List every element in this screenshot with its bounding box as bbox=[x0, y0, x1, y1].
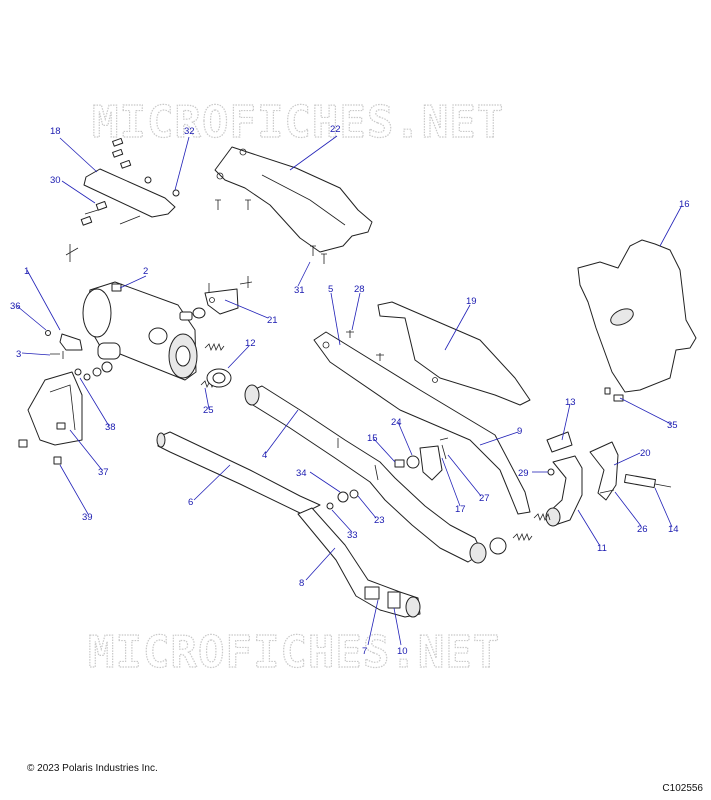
callout-21: 21 bbox=[267, 315, 278, 326]
callout-14: 14 bbox=[668, 524, 679, 535]
figure-code: C102556 bbox=[662, 783, 703, 794]
callout-8: 8 bbox=[299, 578, 304, 589]
callout-36: 36 bbox=[10, 301, 21, 312]
callout-27: 27 bbox=[479, 493, 490, 504]
callout-29: 29 bbox=[518, 468, 529, 479]
callout-30: 30 bbox=[50, 175, 61, 186]
callout-12: 12 bbox=[245, 338, 256, 349]
muffler-bracket bbox=[18, 361, 113, 465]
callout-7: 7 bbox=[362, 646, 367, 657]
callout-26: 26 bbox=[637, 524, 648, 535]
callout-10: 10 bbox=[397, 646, 408, 657]
muffler bbox=[82, 281, 198, 381]
callout-38: 38 bbox=[105, 422, 116, 433]
mid-heat-shield bbox=[377, 301, 531, 406]
callout-25: 25 bbox=[203, 405, 214, 416]
callout-37: 37 bbox=[98, 467, 109, 478]
pipe-heat-shield bbox=[313, 330, 531, 515]
watermark-top: MICROFICHES.NET bbox=[92, 97, 504, 148]
callout-16: 16 bbox=[679, 199, 690, 210]
small-heat-shield bbox=[65, 137, 180, 262]
callout-3: 3 bbox=[16, 349, 21, 360]
mid-pipe bbox=[244, 384, 533, 564]
callout-17: 17 bbox=[455, 504, 466, 515]
callout-18: 18 bbox=[50, 126, 61, 137]
callout-28: 28 bbox=[354, 284, 365, 295]
callout-6: 6 bbox=[188, 497, 193, 508]
callout-39: 39 bbox=[82, 512, 93, 523]
callout-9: 9 bbox=[517, 426, 522, 437]
callout-23: 23 bbox=[374, 515, 385, 526]
exhaust-manifold-section bbox=[533, 431, 672, 527]
callout-33: 33 bbox=[347, 530, 358, 541]
callout-13: 13 bbox=[565, 397, 576, 408]
muffler-mount-bracket bbox=[179, 276, 253, 321]
header-pipe bbox=[297, 507, 421, 618]
callout-24: 24 bbox=[391, 417, 402, 428]
callout-22: 22 bbox=[330, 124, 341, 135]
watermark-bottom: MICROFICHES.NET bbox=[88, 627, 500, 678]
callout-4: 4 bbox=[262, 450, 267, 461]
callout-11: 11 bbox=[597, 543, 607, 554]
muffler-tip bbox=[45, 330, 83, 359]
callout-15: 15 bbox=[367, 433, 378, 444]
callout-1: 1 bbox=[24, 266, 29, 277]
copyright-notice: © 2023 Polaris Industries Inc. bbox=[27, 763, 158, 774]
hardware-center bbox=[326, 437, 449, 510]
leader-lines bbox=[16, 135, 682, 646]
callout-35: 35 bbox=[667, 420, 678, 431]
callout-34: 34 bbox=[296, 468, 307, 479]
callout-32: 32 bbox=[184, 126, 195, 137]
callout-19: 19 bbox=[466, 296, 477, 307]
callout-31: 31 bbox=[294, 285, 305, 296]
callout-5: 5 bbox=[328, 284, 333, 295]
callout-2: 2 bbox=[143, 266, 148, 277]
rear-heat-shield bbox=[577, 239, 697, 402]
heat-shield-upper bbox=[214, 146, 373, 264]
callout-20: 20 bbox=[640, 448, 651, 459]
callout-labels: 18 32 22 30 1 2 36 3 21 12 25 38 37 39 3… bbox=[10, 124, 690, 657]
springs-and-clamp bbox=[200, 342, 232, 389]
